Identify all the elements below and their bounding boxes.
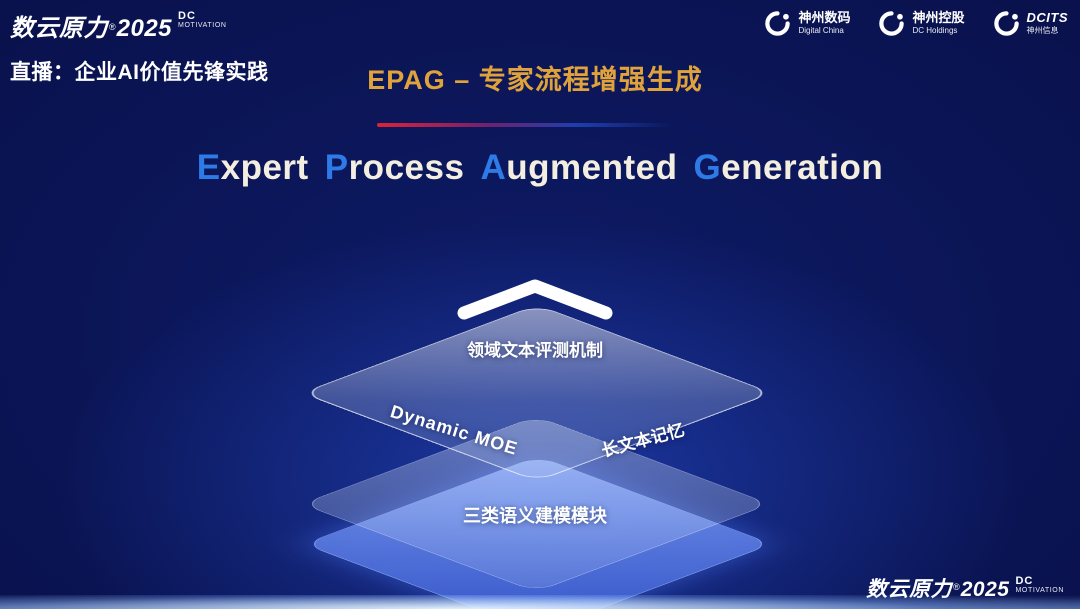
slide-title: EPAG – 专家流程增强生成 [367,65,703,95]
layer-top-plate [300,304,774,482]
swoosh-icon [993,11,1019,36]
brand-logo-top-left: 数云原力®2025 DC MOTIVATION [10,8,227,43]
gradient-divider [377,123,673,127]
title-cap: A [480,148,507,187]
logo-text: DCITS 神州信息 [1026,10,1069,36]
registered-mark: ® [953,581,960,592]
logo-text: 神州控股 DC Holdings [912,10,965,36]
logo-dc-holdings: 神州控股 DC Holdings [878,10,965,37]
brand-dc-label: DC [178,10,196,22]
title-word: Augmented [480,148,677,187]
corporate-logos: 神州数码 Digital China 神州控股 DC Holdings DCIT… [764,10,1068,37]
title-word: Process [325,148,465,187]
logo-cn-label: 神州控股 [912,10,965,26]
brand-dc-label: DC [1015,575,1034,587]
chevron-up-icon [457,279,613,320]
logo-en-label: DC Holdings [912,26,958,36]
registered-mark: ® [109,21,116,32]
live-stream-label: 直播：企业AI价值先锋实践 [10,61,269,84]
title-word: Generation [693,148,883,187]
title-cap: E [196,148,221,187]
title-cap: G [693,148,722,187]
logo-text: 神州数码 Digital China [798,10,851,36]
logo-en-label: 神州信息 [1026,26,1059,36]
brand-name: 数云原力 [10,15,108,42]
title-rest: rocess [348,148,465,187]
bottom-glow-band [0,595,1080,609]
title-rest: ugmented [506,148,678,187]
logo-dcits: DCITS 神州信息 [993,10,1069,37]
swoosh-icon [879,11,905,36]
logo-cn-label: 神州数码 [798,10,851,26]
brand-wordmark: 数云原力®2025 [10,8,172,43]
logo-en-label: Digital China [798,26,844,36]
brand-subtitle: DC MOTIVATION [178,10,227,30]
brand-motivation-label: MOTIVATION [1015,587,1064,594]
page-title: Expert Process Augmented Generation [0,148,1080,188]
logo-cn-label: DCITS [1026,10,1068,26]
title-rest: xpert [220,148,309,187]
logo-digital-china: 神州数码 Digital China [764,10,850,37]
brand-year: 2025 [116,15,173,42]
layer-bottom-label: 三类语义建模模块 [463,506,607,526]
title-rest: eneration [721,148,884,187]
layer-top-label: 领域文本评测机制 [467,341,603,360]
brand-motivation-label: MOTIVATION [178,22,227,29]
brand-subtitle: DC MOTIVATION [1015,575,1064,595]
swoosh-icon [765,11,791,36]
title-cap: P [324,148,349,187]
title-word: Expert [197,148,309,187]
